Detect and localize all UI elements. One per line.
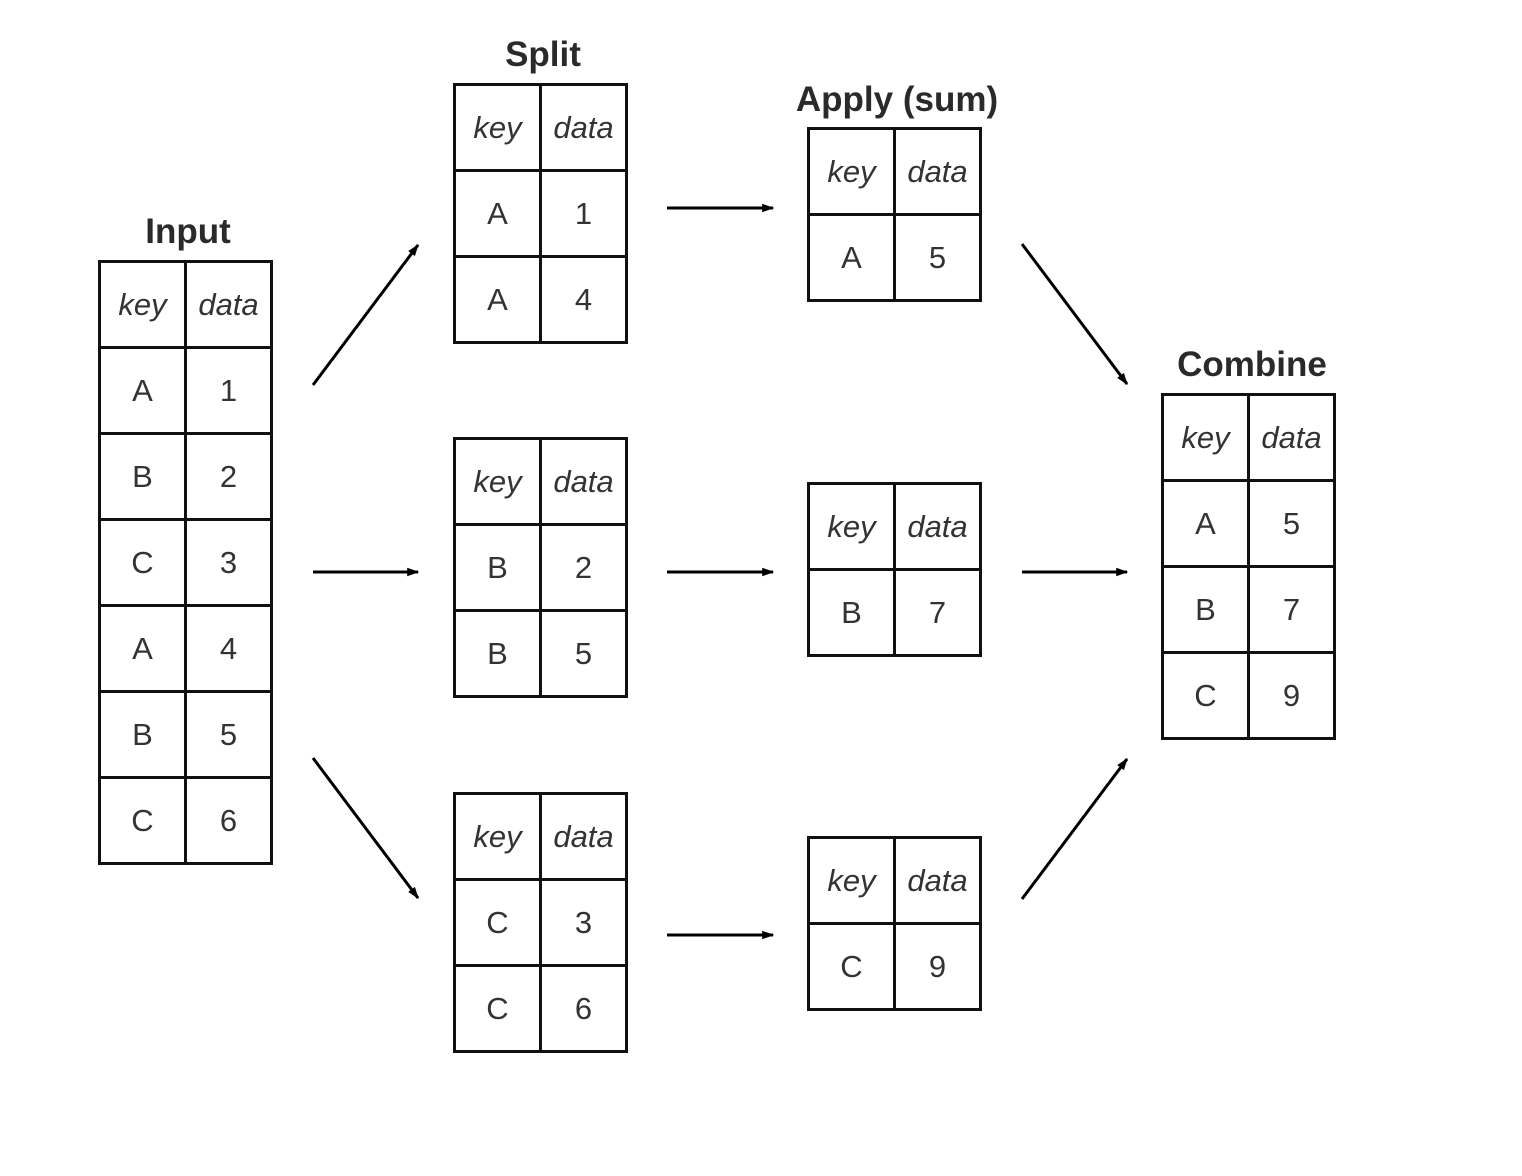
- key-header: key: [453, 437, 542, 526]
- header-row: key data: [453, 437, 628, 526]
- data-cell: 4: [184, 604, 273, 693]
- arrow-apply-to-combine-a: [1020, 243, 1129, 385]
- key-cell: A: [453, 255, 542, 344]
- split-title: Split: [505, 35, 581, 74]
- input-title: Input: [145, 212, 231, 251]
- data-cell: 7: [893, 568, 982, 657]
- key-header: key: [807, 836, 896, 925]
- key-cell: C: [453, 878, 542, 967]
- data-cell: 5: [539, 609, 628, 698]
- data-cell: 1: [184, 346, 273, 435]
- key-header: key: [98, 260, 187, 349]
- data-cell: 1: [539, 169, 628, 258]
- key-header: key: [453, 83, 542, 172]
- data-cell: 9: [1247, 651, 1336, 740]
- header-row: key data: [807, 482, 982, 571]
- key-cell: C: [453, 964, 542, 1053]
- header-row: key data: [807, 127, 982, 216]
- data-cell: 6: [184, 776, 273, 865]
- header-row: key data: [453, 83, 628, 172]
- data-cell: 9: [893, 922, 982, 1011]
- key-cell: A: [98, 604, 187, 693]
- arrow-input-to-split-a: [311, 244, 420, 386]
- key-header: key: [807, 482, 896, 571]
- key-cell: B: [807, 568, 896, 657]
- key-cell: B: [453, 523, 542, 612]
- data-header: data: [539, 792, 628, 881]
- header-row: key data: [1161, 393, 1336, 482]
- data-header: data: [893, 482, 982, 571]
- key-header: key: [807, 127, 896, 216]
- data-cell: 4: [539, 255, 628, 344]
- key-cell: A: [453, 169, 542, 258]
- key-cell: B: [98, 690, 187, 779]
- data-cell: 7: [1247, 565, 1336, 654]
- data-cell: 5: [893, 213, 982, 302]
- data-cell: 5: [184, 690, 273, 779]
- data-cell: 3: [539, 878, 628, 967]
- key-cell: A: [98, 346, 187, 435]
- data-header: data: [893, 127, 982, 216]
- header-row: key data: [807, 836, 982, 925]
- key-cell: C: [98, 776, 187, 865]
- data-cell: 2: [184, 432, 273, 521]
- data-header: data: [893, 836, 982, 925]
- data-header: data: [184, 260, 273, 349]
- key-cell: B: [98, 432, 187, 521]
- key-cell: A: [1161, 479, 1250, 568]
- combine-title: Combine: [1177, 345, 1327, 384]
- key-header: key: [1161, 393, 1250, 482]
- header-row: key data: [98, 260, 273, 349]
- data-cell: 3: [184, 518, 273, 607]
- key-header: key: [453, 792, 542, 881]
- data-cell: 2: [539, 523, 628, 612]
- data-cell: 5: [1247, 479, 1336, 568]
- key-cell: B: [453, 609, 542, 698]
- data-header: data: [539, 83, 628, 172]
- arrow-apply-to-combine-c: [1020, 758, 1129, 900]
- apply-title: Apply (sum): [795, 80, 999, 119]
- key-cell: A: [807, 213, 896, 302]
- key-cell: C: [1161, 651, 1250, 740]
- key-cell: C: [807, 922, 896, 1011]
- data-cell: 6: [539, 964, 628, 1053]
- header-row: key data: [453, 792, 628, 881]
- data-header: data: [1247, 393, 1336, 482]
- key-cell: C: [98, 518, 187, 607]
- key-cell: B: [1161, 565, 1250, 654]
- data-header: data: [539, 437, 628, 526]
- arrow-input-to-split-c: [311, 757, 420, 899]
